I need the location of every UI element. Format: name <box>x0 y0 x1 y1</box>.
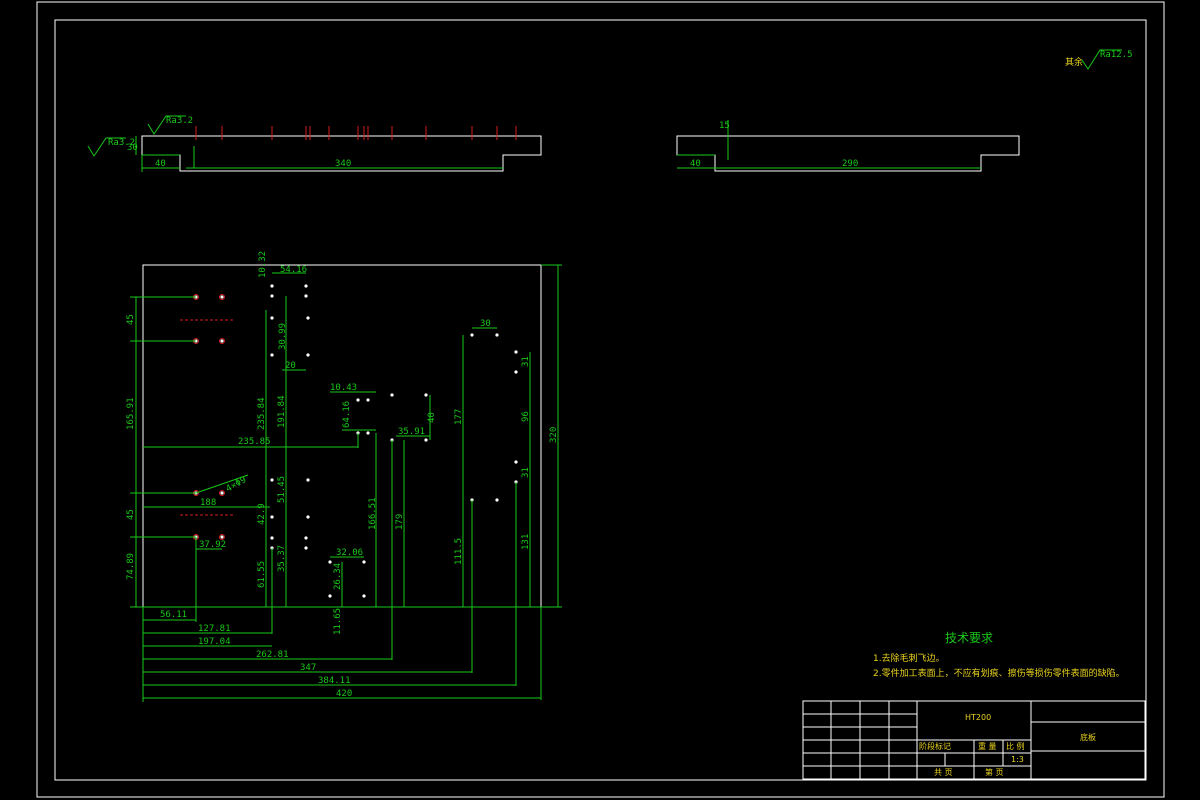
tech-req-item-1: 1.去除毛刺飞边。 <box>873 652 945 664</box>
plan-dim-bottom-3: 262.81 <box>256 650 289 660</box>
plan-dim-mid-6: 191.84 <box>277 395 287 428</box>
roughness-label-1: Ra3.2 <box>166 116 193 126</box>
tb-sheet-label: 第 页 <box>985 767 1004 777</box>
tb-material: HT200 <box>965 713 991 722</box>
hole-pattern <box>193 284 518 598</box>
inner-frame <box>54 19 1147 781</box>
plan-dim-right-0: 30 <box>480 319 491 329</box>
plan-dim-mid-4: 235.85 <box>238 437 271 447</box>
tech-req-item-2: 2.零件加工表面上，不应有划痕、擦伤等损伤零件表面的缺陷。 <box>873 667 1125 679</box>
side-dim-40: 40 <box>690 159 701 169</box>
plan-dim-right-3: 31 <box>521 356 531 367</box>
plan-dim-right-2: 111.5 <box>454 538 464 565</box>
plan-dim-left-1: 165.91 <box>126 397 136 430</box>
plan-dim-mid-2: 30.99 <box>278 323 288 350</box>
plan-dim-mid-1: 54.16 <box>280 265 307 275</box>
roughness-value: Ra12.5 <box>1100 50 1133 60</box>
side-dim-290: 290 <box>842 159 858 169</box>
front-dim-340: 340 <box>335 159 351 169</box>
side-view: 15 40 290 <box>676 120 1020 172</box>
plan-view: 45 165.91 45 74.89 10.32 54.16 30.99 20 … <box>126 251 562 702</box>
outer-border <box>36 1 1165 798</box>
front-view: Ra3.2 Ra3.2 30 40 340 <box>87 115 542 172</box>
side-dim-15: 15 <box>719 121 730 131</box>
plan-dim-bottom-5: 384.11 <box>318 676 351 686</box>
tb-part-name: 底板 <box>1080 732 1096 742</box>
roughness-label-2: Ra3.2 <box>108 138 135 148</box>
plan-dim-left-3: 74.89 <box>126 553 136 580</box>
plan-dim-mid-19: 11.65 <box>333 608 343 635</box>
plan-dim-right-1: 177 <box>454 409 464 425</box>
tech-req-title: 技术要求 <box>945 631 993 645</box>
tb-weight-label: 重 量 <box>978 741 997 751</box>
hole-callout: 4×Φ9 <box>225 475 249 495</box>
general-roughness: 其余 Ra12.5 <box>1065 49 1133 70</box>
plan-dim-mid-14: 40 <box>427 412 437 423</box>
plan-dim-mid-8: 42.9 <box>257 503 267 525</box>
plan-dim-mid-12: 64.16 <box>342 401 352 428</box>
plan-dim-bottom-0: 56.11 <box>160 610 187 620</box>
plan-dim-mid-0: 10.32 <box>258 251 268 278</box>
plan-dim-left-0: 45 <box>126 314 136 325</box>
front-dim-thickness: 30 <box>127 143 138 153</box>
plan-dim-right-6: 131 <box>521 534 531 550</box>
plan-dim-left-2: 45 <box>126 509 136 520</box>
plan-dim-mid-17: 179 <box>395 514 405 530</box>
tb-sheets-label: 共 页 <box>934 768 953 777</box>
plan-dim-mid-11: 10.43 <box>330 383 357 393</box>
plan-label-small: 188 <box>200 498 216 508</box>
plan-dim-bottom-1: 127.81 <box>198 624 231 634</box>
plan-label-mid: 37.92 <box>199 540 226 550</box>
hole-center-marks <box>195 126 517 140</box>
plan-dim-right-4: 96 <box>521 411 531 422</box>
plan-dim-mid-5: 235.84 <box>257 397 267 430</box>
plan-dim-bottom-4: 347 <box>300 663 316 673</box>
plan-dim-bottom-2: 197.04 <box>198 637 231 647</box>
plan-dim-mid-16: 166.51 <box>368 497 378 530</box>
tb-scale-label: 比 例 <box>1006 741 1025 751</box>
plan-dim-mid-7: 51.45 <box>277 476 287 503</box>
plan-dim-mid-13: 35.91 <box>398 427 425 437</box>
roughness-symbol-2 <box>87 137 126 157</box>
tb-stage-label: 阶段标记 <box>919 741 951 751</box>
plan-dim-bottom-6: 420 <box>336 689 352 699</box>
plan-dim-mid-3: 20 <box>285 361 296 371</box>
plan-dim-mid-15: 32.06 <box>336 548 363 558</box>
roughness-prefix: 其余 <box>1065 56 1083 68</box>
plan-dim-mid-18: 26.34 <box>333 563 343 590</box>
front-dim-40: 40 <box>155 159 166 169</box>
technical-requirements: 技术要求 1.去除毛刺飞边。 2.零件加工表面上，不应有划痕、擦伤等损伤零件表面… <box>873 631 1125 679</box>
plan-dim-mid-9: 35.37 <box>277 545 287 572</box>
plan-dim-right-7: 320 <box>549 427 559 443</box>
tb-scale-value: 1:3 <box>1011 755 1024 764</box>
roughness-symbol-1 <box>147 115 186 135</box>
plan-dim-mid-10: 61.55 <box>257 561 267 588</box>
title-block: HT200 底板 阶段标记 重 量 比 例 1:3 共 页 第 页 <box>802 700 1146 780</box>
plan-dim-right-5: 31 <box>521 467 531 478</box>
